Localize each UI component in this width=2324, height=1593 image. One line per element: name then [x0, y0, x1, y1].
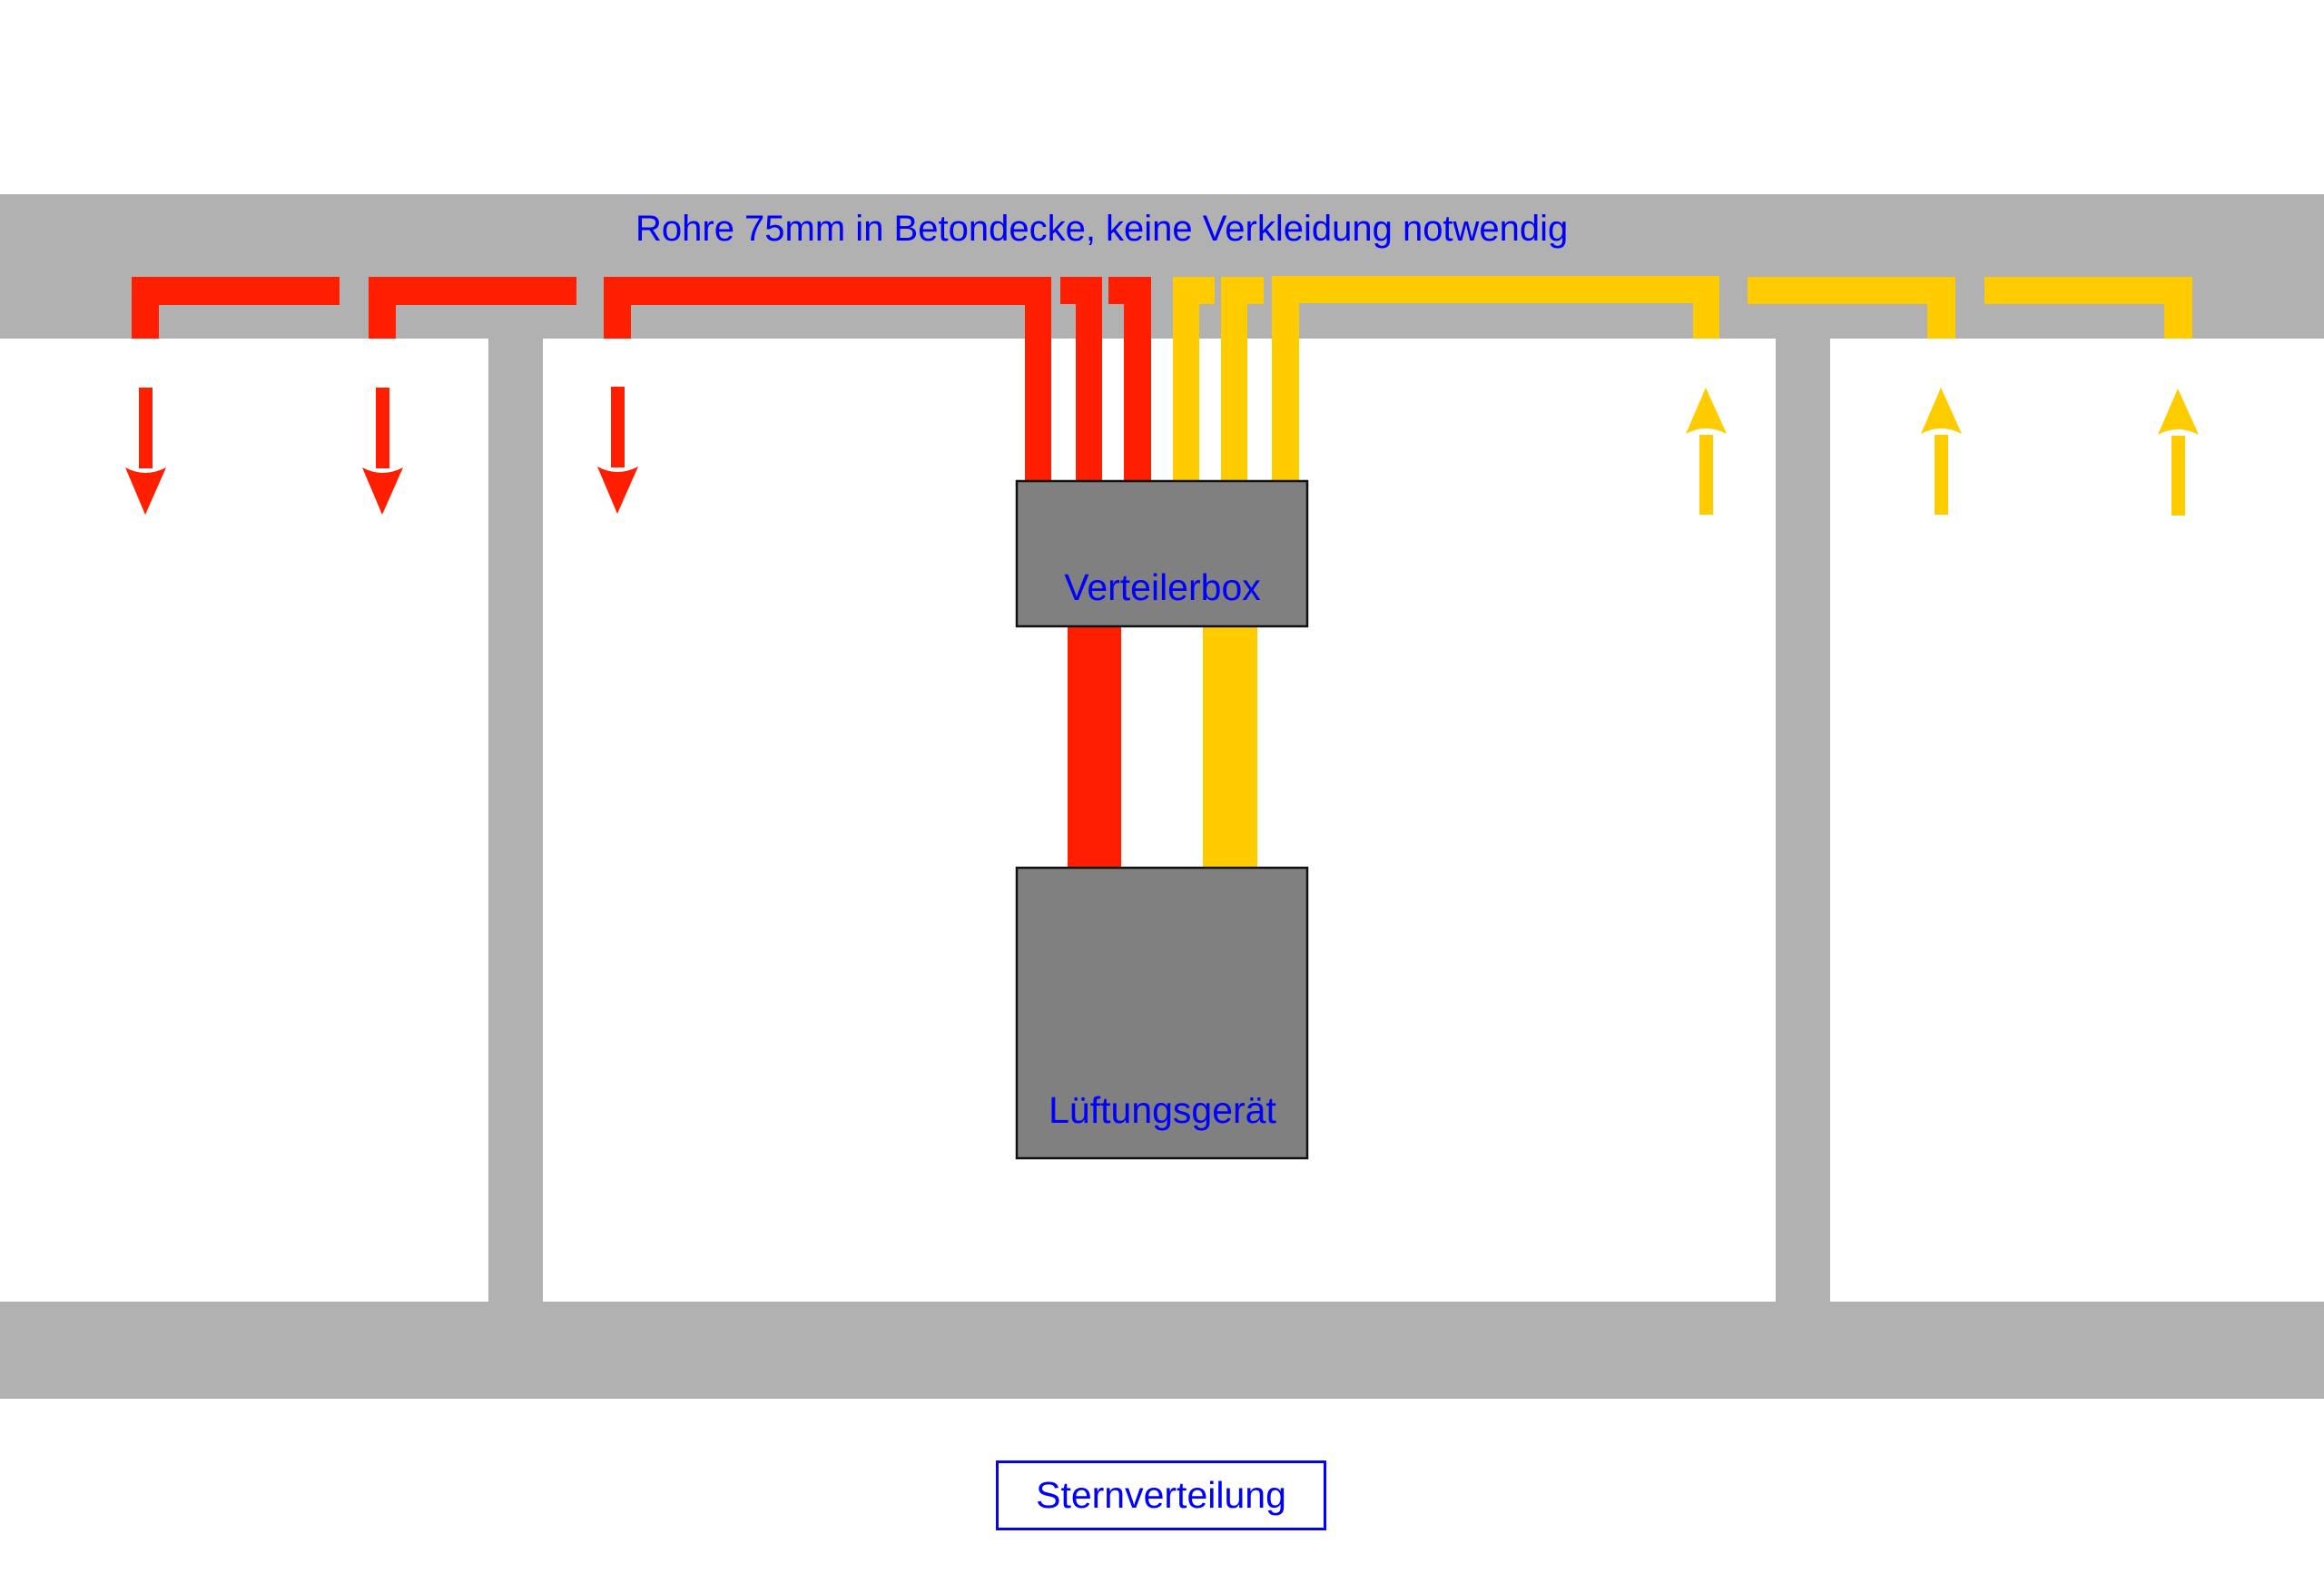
- distribution-box: [1015, 479, 1309, 628]
- supply-main-pipe: [1068, 627, 1121, 868]
- supply-pipe-5: [1108, 277, 1151, 481]
- exhaust-arrows: [1686, 388, 2199, 516]
- exhaust-pipe-1: [1173, 277, 1215, 481]
- exhaust-pipe-2: [1221, 277, 1264, 481]
- arrow-up-icon: [1686, 388, 1727, 515]
- arrow-up-icon: [2158, 388, 2199, 516]
- supply-pipes: [132, 277, 1151, 868]
- distribution-box-label: Verteilerbox: [1064, 566, 1261, 608]
- arrow-down-icon: [597, 387, 638, 514]
- exhaust-pipe-5: [1984, 277, 2192, 339]
- wall-left: [488, 339, 543, 1302]
- ventilation-unit-label: Lüftungsgerät: [1049, 1089, 1276, 1131]
- supply-pipe-4: [1060, 277, 1102, 481]
- exhaust-pipes: [1173, 276, 2192, 868]
- caption-box: Sternverteilung: [996, 1460, 1326, 1530]
- supply-pipe-2: [369, 277, 576, 339]
- ventilation-unit: [1015, 866, 1309, 1160]
- arrow-down-icon: [125, 388, 166, 515]
- floor-slab: [0, 1302, 2324, 1399]
- supply-pipe-3: [604, 277, 1051, 481]
- supply-arrows: [125, 387, 638, 515]
- wall-right: [1776, 339, 1830, 1302]
- exhaust-pipe-3: [1272, 276, 1719, 481]
- exhaust-pipe-4: [1748, 277, 1955, 339]
- caption-text: Sternverteilung: [1036, 1474, 1286, 1516]
- ceiling-label: Rohre 75mm in Betondecke, keine Verkleid…: [635, 209, 1569, 249]
- arrow-down-icon: [362, 388, 403, 515]
- arrow-up-icon: [1921, 388, 1962, 515]
- exhaust-main-pipe: [1203, 627, 1257, 868]
- supply-pipe-1: [132, 277, 340, 339]
